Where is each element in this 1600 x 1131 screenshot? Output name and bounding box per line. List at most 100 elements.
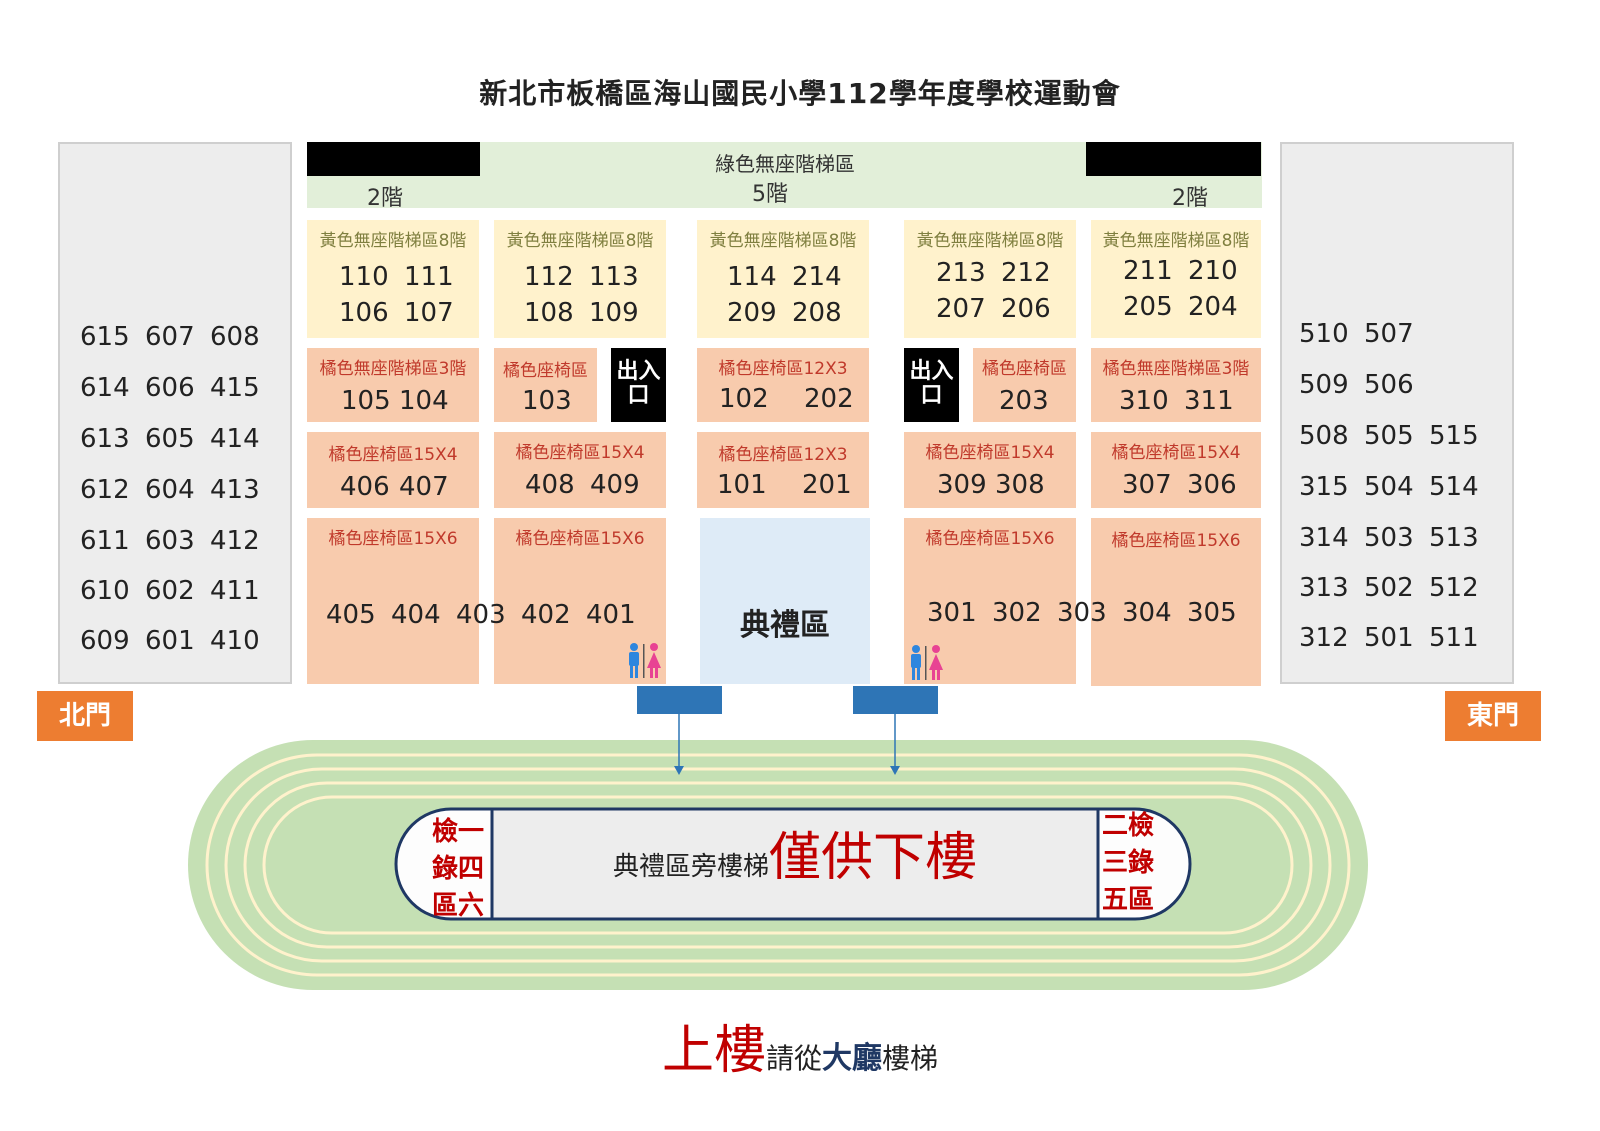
yellow-block-5: 黃色無座階梯區8階 211 210 205 204: [1091, 220, 1261, 338]
class-number: 304: [1122, 598, 1172, 628]
orange-block-r3-4: 橘色座椅區15X4 309 308: [904, 432, 1076, 508]
yellow-block-3: 黃色無座階梯區8階 114 214 209 208: [697, 220, 869, 338]
steps-right: 2階: [1172, 186, 1208, 211]
class-number: 111: [404, 262, 454, 292]
class-number: 301: [927, 598, 977, 628]
class-number: 602: [145, 576, 195, 606]
zone-label: 黃色無座階梯區8階: [506, 231, 654, 251]
restroom-icon: [629, 643, 661, 678]
class-number: 112: [524, 262, 574, 292]
class-number: 501: [1364, 623, 1414, 653]
class-number: 413: [210, 475, 260, 505]
orange-block-r3-5: 橘色座椅區15X4 307 306: [1091, 432, 1261, 508]
green-zone-label: 綠色無座階梯區: [715, 152, 855, 176]
upstairs-please: 請從: [765, 1042, 822, 1075]
entrance-label: 出入口: [616, 359, 661, 409]
class-number: 411: [210, 576, 260, 606]
orange-block-r3-1: 橘色座椅區15X4 406 407: [307, 432, 479, 508]
upstairs-word: 上樓: [661, 1021, 766, 1081]
class-number: 508: [1299, 421, 1349, 451]
stair-marker-right: [853, 686, 938, 714]
zone-label: 橘色座椅區15X6: [1111, 531, 1241, 551]
class-number: 209: [727, 298, 777, 328]
class-number: 401: [586, 600, 636, 630]
class-number: 203: [999, 386, 1049, 416]
north-gate: 北門: [37, 691, 133, 741]
orange-block-r2-4: 橘色座椅區 203: [973, 348, 1076, 422]
class-number: 314: [1299, 523, 1349, 553]
class-number: 606: [145, 373, 195, 403]
class-number: 510: [1299, 319, 1349, 349]
stair-marker-left: [637, 686, 722, 714]
class-number: 414: [210, 424, 260, 454]
class-number: 213: [936, 258, 986, 288]
zone-label: 橘色無座階梯區3階: [319, 359, 467, 379]
stair-note-big: 僅供下樓: [769, 828, 978, 888]
class-number: 201: [802, 470, 852, 500]
class-number: 106: [339, 298, 389, 328]
class-number: 204: [1188, 292, 1238, 322]
class-number: 108: [524, 298, 574, 328]
class-number: 609: [80, 626, 130, 656]
orange-block-r4-1: 橘色座椅區15X6: [307, 518, 479, 684]
class-number: 511: [1429, 623, 1479, 653]
class-number: 509: [1299, 370, 1349, 400]
class-number: 307: [1122, 470, 1172, 500]
class-number: 312: [1299, 623, 1349, 653]
zone-label: 橘色座椅區15X6: [328, 529, 458, 549]
class-number: 114: [727, 262, 777, 292]
yellow-block-1: 黃色無座階梯區8階 110 111 106 107: [307, 220, 479, 338]
class-number: 402: [521, 600, 571, 630]
orange-block-r4-3: 橘色座椅區15X6: [904, 518, 1076, 684]
class-number: 507: [1364, 319, 1414, 349]
class-number: 611: [80, 526, 130, 556]
orange-block-r2-2: 橘色座椅區 103: [494, 348, 597, 422]
field-text-line: 錄四: [432, 854, 485, 884]
class-number: 409: [590, 470, 640, 500]
class-number: 503: [1364, 523, 1414, 553]
zone-label: 橘色座椅區15X4: [328, 445, 458, 465]
zone-label: 黃色無座階梯區8階: [319, 231, 467, 251]
class-number: 612: [80, 475, 130, 505]
zone-label: 橘色座椅區15X4: [925, 443, 1055, 463]
steps-center: 5階: [752, 182, 788, 207]
class-number: 302: [992, 598, 1042, 628]
black-bar-left: [307, 142, 480, 176]
class-number: 515: [1429, 421, 1479, 451]
class-number: 403: [456, 600, 506, 630]
upstairs-note: 上樓請從大廳樓梯: [0, 1008, 1600, 1083]
zone-label: 橘色座椅區12X3: [718, 359, 848, 379]
stairs-word: 樓梯: [882, 1042, 939, 1075]
orange-block-r2-1: 橘色無座階梯區3階 105 104: [307, 348, 479, 422]
field-text-line: 區六: [432, 891, 485, 921]
field-left-text: 檢一 錄四 區六: [432, 814, 484, 925]
class-number: 603: [145, 526, 195, 556]
page-title: 新北市板橋區海山國民小學112學年度學校運動會: [479, 77, 1121, 110]
class-number: 613: [80, 424, 130, 454]
class-number: 406: [340, 472, 390, 502]
ceremony-label: 典禮區: [740, 608, 830, 643]
class-number: 615: [80, 322, 130, 352]
running-track: [188, 714, 1368, 990]
east-gate: 東門: [1445, 691, 1541, 741]
class-number: 210: [1188, 256, 1238, 286]
class-number: 410: [210, 626, 260, 656]
zone-label: 橘色座椅區: [982, 359, 1067, 379]
zone-label: 黃色無座階梯區8階: [709, 231, 857, 251]
field-text-line: 二檢: [1102, 811, 1155, 841]
class-number: 605: [145, 424, 195, 454]
zone-label: 橘色座椅區15X6: [925, 529, 1055, 549]
class-number: 101: [717, 470, 767, 500]
orange-block-r3-3: 橘色座椅區12X3 101 201: [697, 432, 869, 508]
class-number: 608: [210, 322, 260, 352]
stair-note: 典禮區旁樓梯僅供下樓: [492, 815, 1098, 890]
field-right-text: 二檢 三錄 五區: [1102, 808, 1154, 919]
class-number: 109: [589, 298, 639, 328]
class-number: 206: [1001, 294, 1051, 324]
zone-label: 橘色無座階梯區3階: [1102, 359, 1250, 379]
class-number: 303: [1057, 598, 1107, 628]
field-text-line: 檢一: [432, 817, 485, 847]
class-number: 104: [399, 386, 449, 416]
class-number: 504: [1364, 472, 1414, 502]
